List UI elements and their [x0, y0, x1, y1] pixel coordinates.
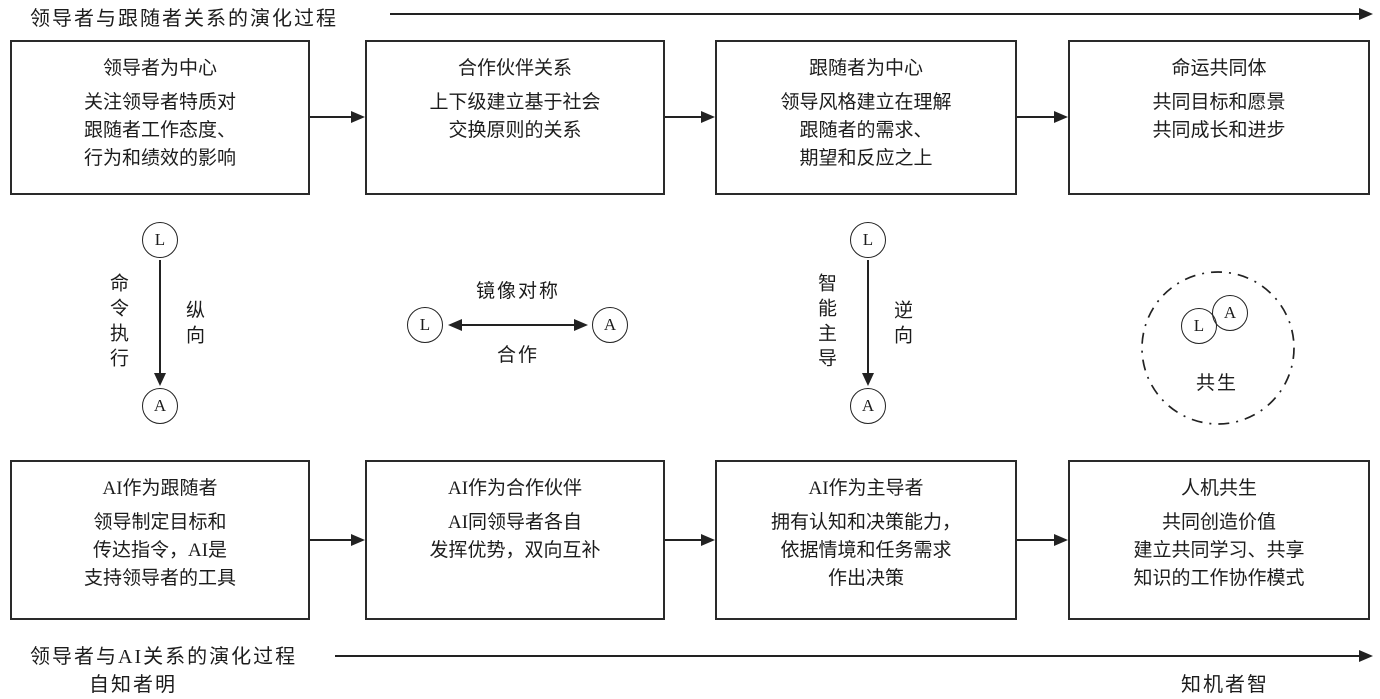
stage2-mirror-label: 镜像对称 — [475, 281, 560, 302]
stage2-cooperation-label: 合作 — [496, 345, 539, 366]
ai-circle: A — [142, 388, 178, 424]
leader-circle: L — [850, 222, 886, 258]
stage4-symbiosis-label: 共生 — [1195, 373, 1238, 394]
down-arrow-icon — [159, 260, 161, 373]
down-arrow-icon — [867, 260, 869, 373]
double-arrow-icon — [462, 324, 574, 326]
box-body: 共同目标和愿景 共同成长和进步 — [1152, 92, 1286, 141]
shared-destiny-box: 命运共同体 共同目标和愿景 共同成长和进步 — [1068, 40, 1370, 195]
bottom-axis-label: 领导者与AI关系的演化过程 — [30, 646, 298, 668]
human-machine-symbiosis-box: 人机共生 共同创造价值 建立共同学习、共享 知识的工作协作模式 — [1068, 460, 1370, 620]
arrow-right-icon — [665, 116, 701, 118]
arrow-right-icon — [1017, 116, 1054, 118]
leader-centered-box: 领导者为中心 关注领导者特质对 跟随者工作态度、 行为和绩效的影响 — [10, 40, 310, 195]
box-body: 拥有认知和决策能力， 依据情境和任务需求 作出决策 — [770, 512, 961, 589]
symbiosis-ring-icon — [1141, 271, 1295, 425]
bottom-right-note: 知机者智 — [1181, 674, 1269, 696]
box-title: 人机共生 — [1180, 478, 1257, 499]
follower-centered-box: 跟随者为中心 领导风格建立在理解 跟随者的需求、 期望和反应之上 — [715, 40, 1017, 195]
box-title: 合作伙伴关系 — [457, 58, 572, 79]
top-axis-arrow-icon — [390, 13, 1359, 15]
arrow-right-icon — [665, 539, 701, 541]
ai-as-leader-box: AI作为主导者 拥有认知和决策能力， 依据情境和任务需求 作出决策 — [715, 460, 1017, 620]
leader-circle: L — [407, 307, 443, 343]
box-title: 跟随者为中心 — [808, 58, 923, 79]
ai-circle: A — [1212, 295, 1248, 331]
ai-circle: A — [850, 388, 886, 424]
bottom-axis-arrow-icon — [335, 655, 1359, 657]
top-axis-label: 领导者与跟随者关系的演化过程 — [30, 8, 338, 30]
box-body: 上下级建立基于社会 交换原则的关系 — [429, 92, 601, 141]
ai-as-partner-box: AI作为合作伙伴 AI同领导者各自 发挥优势，双向互补 — [365, 460, 665, 620]
box-title: 领导者为中心 — [102, 58, 217, 79]
ai-as-follower-box: AI作为跟随者 领导制定目标和 传达指令，AI是 支持领导者的工具 — [10, 460, 310, 620]
stage1-vertical-label: 纵向 — [183, 300, 204, 350]
box-body: 领导风格建立在理解 跟随者的需求、 期望和反应之上 — [780, 92, 952, 169]
box-title: AI作为合作伙伴 — [447, 478, 583, 499]
stage3-reverse-label: 逆向 — [891, 300, 912, 350]
box-title: AI作为主导者 — [808, 478, 924, 499]
partnership-box: 合作伙伴关系 上下级建立基于社会 交换原则的关系 — [365, 40, 665, 195]
leader-circle: L — [1181, 308, 1217, 344]
arrow-right-icon — [310, 539, 351, 541]
box-title: 命运共同体 — [1171, 58, 1267, 79]
stage3-intelligence-label: 智能主导 — [815, 273, 836, 373]
box-body: 领导制定目标和 传达指令，AI是 支持领导者的工具 — [83, 512, 236, 589]
box-title: AI作为跟随者 — [102, 478, 218, 499]
arrow-right-icon — [310, 116, 351, 118]
box-body: AI同领导者各自 发挥优势，双向互补 — [429, 512, 601, 561]
ai-circle: A — [592, 307, 628, 343]
bottom-left-note: 自知者明 — [89, 674, 177, 696]
box-body: 关注领导者特质对 跟随者工作态度、 行为和绩效的影响 — [83, 92, 236, 169]
arrow-right-icon — [1017, 539, 1054, 541]
box-body: 共同创造价值 建立共同学习、共享 知识的工作协作模式 — [1133, 512, 1305, 589]
leader-circle: L — [142, 222, 178, 258]
stage1-command-label: 命令执行 — [107, 273, 128, 373]
